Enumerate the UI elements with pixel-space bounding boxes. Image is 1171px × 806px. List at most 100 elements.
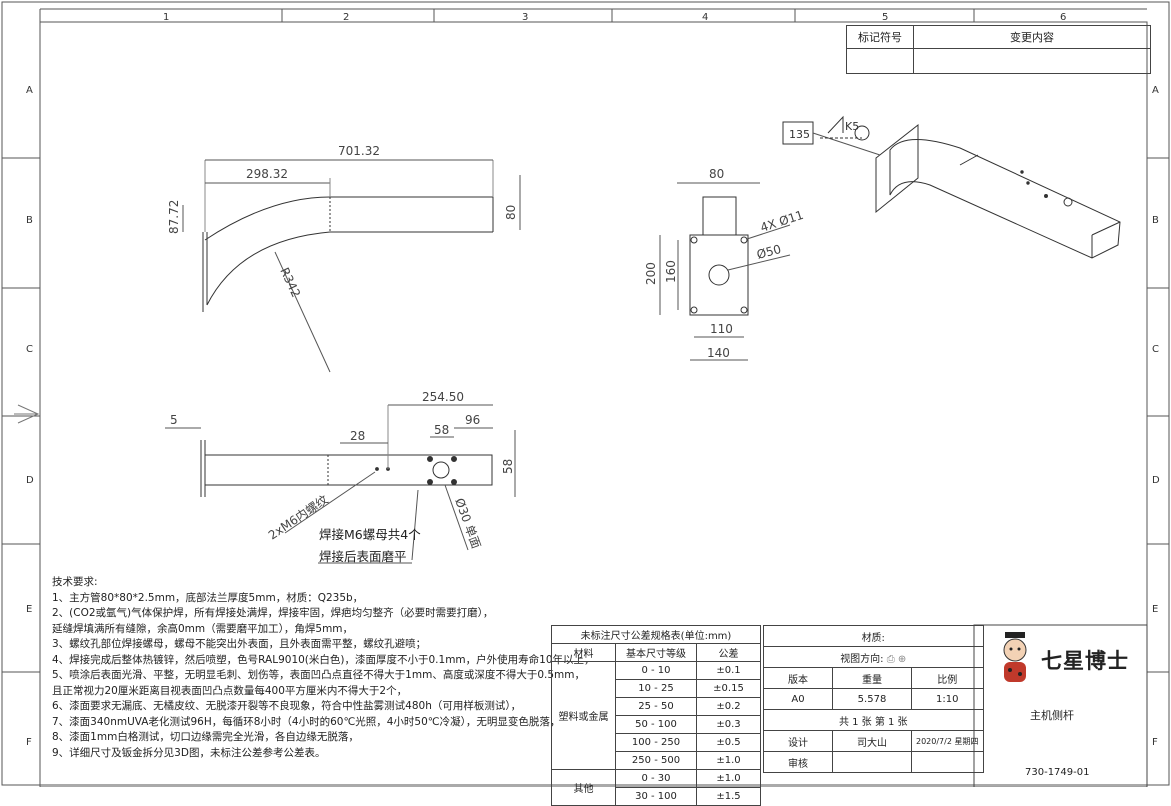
top-view-dims: 701.32 298.32 87.72 80 R342 [167,144,518,300]
mascot-icon [1003,632,1027,682]
column-labels: 1 2 3 4 5 6 [163,12,1066,23]
col-label-1: 1 [163,12,169,23]
review-label: 审核 [763,751,833,773]
dim-holes: 4X Ø11 [759,208,806,235]
tolerance-group-metal: 塑料或金属 [551,661,616,770]
dim-hole-span: 254.50 [422,390,464,404]
tol-value: ±0.5 [696,733,761,752]
dim-overall-length: 701.32 [338,144,380,158]
top-tube-outline-lower [206,231,493,306]
weld-length: 135 [789,128,810,141]
version-label: 版本 [763,667,833,689]
part-name: 主机侧杆 [1030,709,1074,722]
tol-range: 10 - 25 [615,679,697,698]
dim-hole-pitch: 58 [434,423,449,437]
tolerance-table: 未标注尺寸公差规格表(单位:mm) 材料 基本尺寸等级 公差 塑料或金属 0 -… [551,625,761,806]
weld-symbol [827,115,844,134]
column-ticks [39,9,975,22]
weld-note-1: 焊接M6螺母共4个 [319,527,421,542]
col-label-5: 5 [882,12,888,23]
revision-cell-empty-2 [913,48,1151,74]
tolerance-header-tol: 公差 [696,643,761,662]
note-item: 5、喷涂后表面光滑、平整，无明显毛刺、划伤等，表面凹凸点直径不得大于1mm、高度… [52,669,585,681]
row-label-f-right: F [1152,737,1158,748]
col-label-4: 4 [702,12,708,23]
col-label-3: 3 [522,12,528,23]
flange-plate [689,234,749,316]
version-value: A0 [763,688,833,710]
dim-flange: 5 [170,413,178,427]
flange-center-hole [708,264,730,286]
note-item: 延缝焊填满所有缝隙，余高0mm（需要磨平加工），角焊5mm， [52,622,354,635]
dim-tube-height: 80 [504,205,518,220]
tol-range: 50 - 100 [615,715,697,734]
row-label-c-right: C [1152,344,1159,355]
dim-tube-width: 58 [501,459,515,474]
isometric-view [782,115,1121,259]
weight-value: 5.578 [832,688,912,710]
brand-logo: 七星博士 [995,628,1145,692]
row-label-f: F [26,737,32,748]
design-date: 2020/7/2 星期四 [911,730,984,752]
weld-type: K5 [845,120,859,133]
tol-range: 25 - 50 [615,697,697,716]
flange-hole-br [740,306,748,314]
brand-name: 七星博士 [1041,649,1129,673]
row-label-e: E [26,604,32,615]
flange-view-dims: 80 200 160 110 140 4X Ø11 Ø50 [644,167,805,360]
view-direction: 视图方向: ⎙ ⊕ [763,646,984,668]
dim-center-hole: Ø50 [755,242,782,262]
drawing-number: 730-1749-01 [1025,767,1090,778]
flange-hole-tr [740,236,748,244]
scale-value: 1:10 [911,688,984,710]
row-label-d-right: D [1152,475,1160,486]
bottom-tube [204,454,493,486]
inner-frame [39,21,1148,787]
flange-hole-tl [690,236,698,244]
iso-tube [889,139,1121,259]
tolerance-group-other: 其他 [551,769,616,806]
dim-plate-height: 200 [644,262,658,285]
row-labels: A B C D E F A B C D E F [26,85,1160,748]
note-item: 2、(CO2或氩气)气体保护焊，所有焊接处满焊，焊接牢固，焊疤均匀整齐（必要时需… [52,607,494,619]
dim-hole-spacing-h: 110 [710,322,733,336]
tol-range: 0 - 10 [615,661,697,680]
row-label-d: D [26,475,34,486]
dim-curve-length: 298.32 [246,167,288,181]
top-view [182,159,521,373]
tol-value: ±0.1 [696,661,761,680]
row-label-c: C [26,344,33,355]
tol-value: ±0.15 [696,679,761,698]
note-item: 且正常视力20厘米距离目视表面凹凸点数量每400平方厘米内不得大于2个， [52,684,408,697]
dim-flange-height: 87.72 [167,200,181,234]
tolerance-title: 未标注尺寸公差规格表(单位:mm) [551,625,761,644]
tolerance-header-material: 材料 [551,643,616,662]
drawing-sheet: 1 2 3 4 5 6 A B C D E F A B C D E F [1,1,1170,787]
revision-col-content: 变更内容 [913,25,1151,49]
tol-range: 250 - 500 [615,751,697,770]
review-value [832,751,912,773]
col-label-2: 2 [343,12,349,23]
tol-range: 0 - 30 [615,769,697,788]
revision-table: 标记符号 变更内容 [846,25,1151,74]
note-item: 7、漆面340nmUVA老化测试96H，每循环8小时（4小时的60℃光照，4小时… [52,715,561,728]
projection-icon: ⎙ ⊕ [886,653,907,665]
note-item: 3、螺纹孔部位焊接螺母，螺母不能突出外表面，且外表面需平整，螺纹孔避喷； [52,638,427,650]
tol-value: ±0.2 [696,697,761,716]
tolerance-header-size: 基本尺寸等级 [615,643,697,662]
note-item: 6、漆面要求无漏底、无橘皮纹、无脱漆开裂等不良现象，符合中性盐雾测试480h（可… [52,700,522,712]
note-item: 1、主方管80*80*2.5mm，底部法兰厚度5mm，材质：Q235b， [52,591,364,604]
iso-flange [875,123,919,214]
notes-title: 技术要求: [52,576,98,588]
dim-hole-spacing-v: 160 [664,260,678,283]
technical-notes: 技术要求: 1、主方管80*80*2.5mm，底部法兰厚度5mm，材质：Q235… [52,575,595,761]
note-item: 8、漆面1mm白格测试，切口边缘需完全光滑，各自边缘无脱落， [52,731,359,743]
scale-label: 比例 [911,667,984,689]
material-label: 材质: [763,625,984,647]
row-label-a-right: A [1152,85,1159,96]
dim-big-hole: Ø30 单面 [452,496,483,550]
review-date [911,751,984,773]
flange-view [659,182,791,361]
radius-leader [274,251,331,373]
row-label-e-right: E [1152,604,1158,615]
